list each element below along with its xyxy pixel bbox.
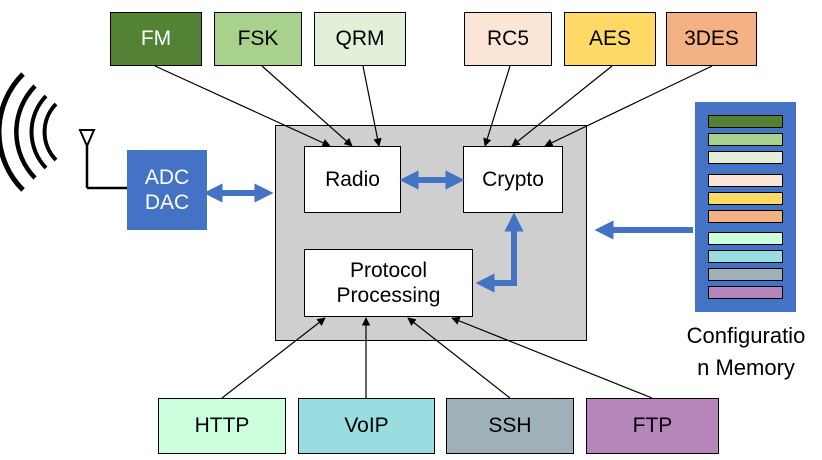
module-fm: FM bbox=[110, 12, 202, 66]
module-fsk: FSK bbox=[214, 12, 302, 66]
arrow-crypto-protocol bbox=[475, 212, 524, 293]
memory-slot bbox=[708, 174, 783, 187]
module-rc5-label: RC5 bbox=[486, 27, 529, 51]
memory-slot bbox=[708, 115, 783, 128]
memory-label-line2: n Memory bbox=[697, 354, 795, 380]
protocol-label-line2: Processing bbox=[336, 284, 441, 307]
radio-waves-icon bbox=[0, 72, 58, 192]
module-qrm-label: QRM bbox=[335, 27, 385, 51]
connector-http-protocol bbox=[221, 317, 326, 399]
radio-block: Radio bbox=[304, 146, 401, 213]
connector-rc5-crypto bbox=[483, 65, 511, 147]
antenna-icon bbox=[78, 129, 127, 190]
protocol-processing-block: Protocol Processing bbox=[304, 249, 473, 317]
connector-3des-crypto bbox=[544, 65, 713, 147]
protocol-label-line1: Protocol bbox=[349, 258, 428, 282]
module-3des: 3DES bbox=[666, 12, 757, 66]
memory-slot bbox=[708, 133, 783, 146]
module-3des-label: 3DES bbox=[684, 27, 739, 51]
radio-label: Radio bbox=[325, 167, 380, 191]
connector-aes-crypto bbox=[511, 65, 613, 147]
module-ssh-label: SSH bbox=[488, 414, 532, 438]
memory-slot bbox=[708, 250, 783, 263]
module-fsk-label: FSK bbox=[237, 27, 279, 51]
module-http-label: HTTP bbox=[194, 414, 250, 438]
memory-slot bbox=[708, 210, 783, 223]
connector-fm-radio bbox=[154, 65, 331, 147]
connector-ssh-protocol bbox=[407, 317, 511, 399]
memory-slot bbox=[708, 151, 783, 164]
module-fm-label: FM bbox=[140, 27, 172, 51]
connector-qrm-radio bbox=[362, 65, 382, 147]
memory-slot bbox=[708, 192, 783, 205]
module-qrm: QRM bbox=[314, 12, 406, 66]
memory-slot bbox=[708, 286, 783, 299]
configuration-memory-label: Configuratio n Memory bbox=[666, 320, 822, 384]
module-ftp-label: FTP bbox=[632, 414, 673, 438]
connector-fsk-radio bbox=[261, 65, 353, 147]
module-rc5: RC5 bbox=[464, 12, 552, 66]
module-ssh: SSH bbox=[446, 398, 574, 454]
crypto-label: Crypto bbox=[482, 167, 544, 191]
memory-slot bbox=[708, 232, 783, 245]
connector-ftp-protocol bbox=[451, 316, 653, 399]
configuration-memory bbox=[695, 102, 796, 312]
module-voip: VoIP bbox=[298, 398, 435, 454]
module-http: HTTP bbox=[158, 398, 286, 454]
adc-dac-block: ADC DAC bbox=[127, 150, 207, 230]
dac-label: DAC bbox=[144, 191, 190, 214]
memory-label-line1: Configuratio bbox=[686, 323, 806, 348]
module-voip-label: VoIP bbox=[344, 414, 389, 438]
module-ftp: FTP bbox=[586, 398, 719, 454]
module-aes: AES bbox=[564, 12, 656, 66]
adc-label: ADC bbox=[144, 165, 190, 189]
memory-slot bbox=[708, 268, 783, 281]
module-aes-label: AES bbox=[588, 27, 632, 51]
